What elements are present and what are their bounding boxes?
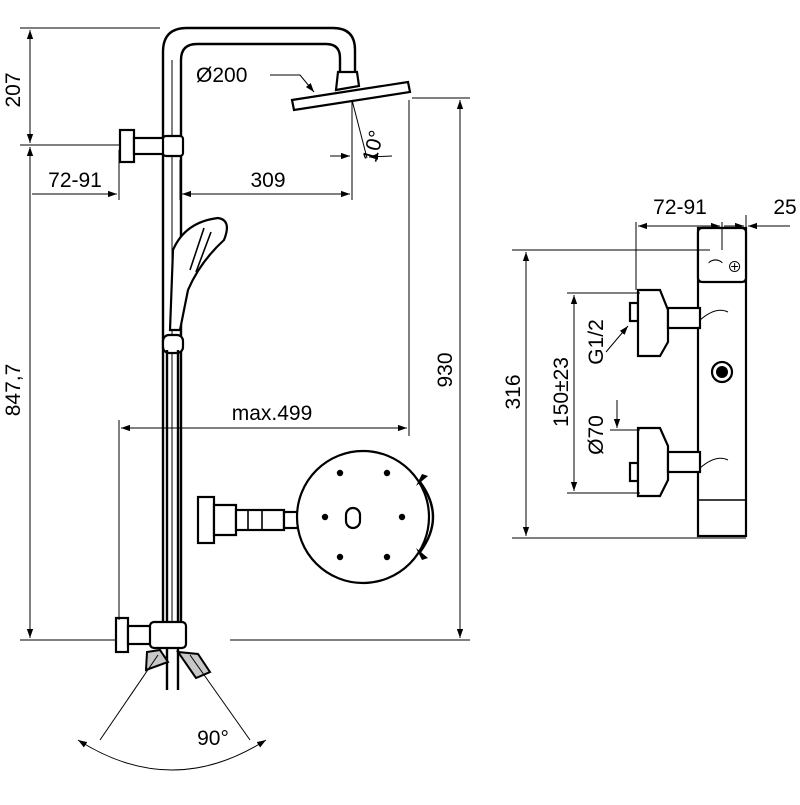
dim-thread-g1-2: G1/2 (585, 319, 608, 365)
dim-150-23: 150±23 (550, 357, 573, 427)
mixer-dimensions: 316 150±23 G1/2 Ø70 72-91 25 (502, 196, 797, 539)
svg-text:⌒ ⊕: ⌒ ⊕ (708, 259, 742, 276)
swivel-angle-dimension: 90° (77, 654, 267, 771)
dim-207: 207 (2, 72, 25, 107)
upper-wall-bracket (118, 128, 185, 164)
head-dimensions: Ø200 10° (196, 64, 393, 165)
rotation-arrow-icon (419, 481, 435, 553)
dim-316: 316 (502, 374, 525, 409)
shower-column (114, 26, 412, 690)
dim-max-499: max.499 (232, 402, 313, 425)
left-dimensions: 207 847,7 (2, 27, 160, 641)
dim-72-91-column: 72-91 (48, 169, 102, 192)
dim-25: 25 (773, 196, 796, 219)
bracket-detail (196, 449, 435, 585)
shower-head (290, 70, 412, 112)
dim-diameter-200: Ø200 (196, 64, 247, 87)
dim-72-91-mixer: 72-91 (653, 196, 707, 219)
dim-angle-90: 90° (197, 727, 229, 750)
column-mixer (114, 616, 212, 680)
rosette-hole (336, 469, 344, 477)
dim-tilt-10: 10° (359, 128, 389, 165)
horizontal-dimensions: 72-91 309 (32, 115, 353, 200)
dim-847-7: 847,7 (2, 364, 25, 417)
hand-shower (161, 216, 229, 690)
max-reach-dimension: max.499 (118, 100, 410, 620)
total-height-dimension: 930 (230, 97, 470, 641)
mixer-detail: ⌒ ⊕ (628, 226, 748, 538)
dim-diameter-70: Ø70 (585, 415, 608, 455)
dim-930: 930 (434, 352, 457, 387)
riser-pipe (161, 26, 357, 640)
dim-309: 309 (250, 169, 285, 192)
